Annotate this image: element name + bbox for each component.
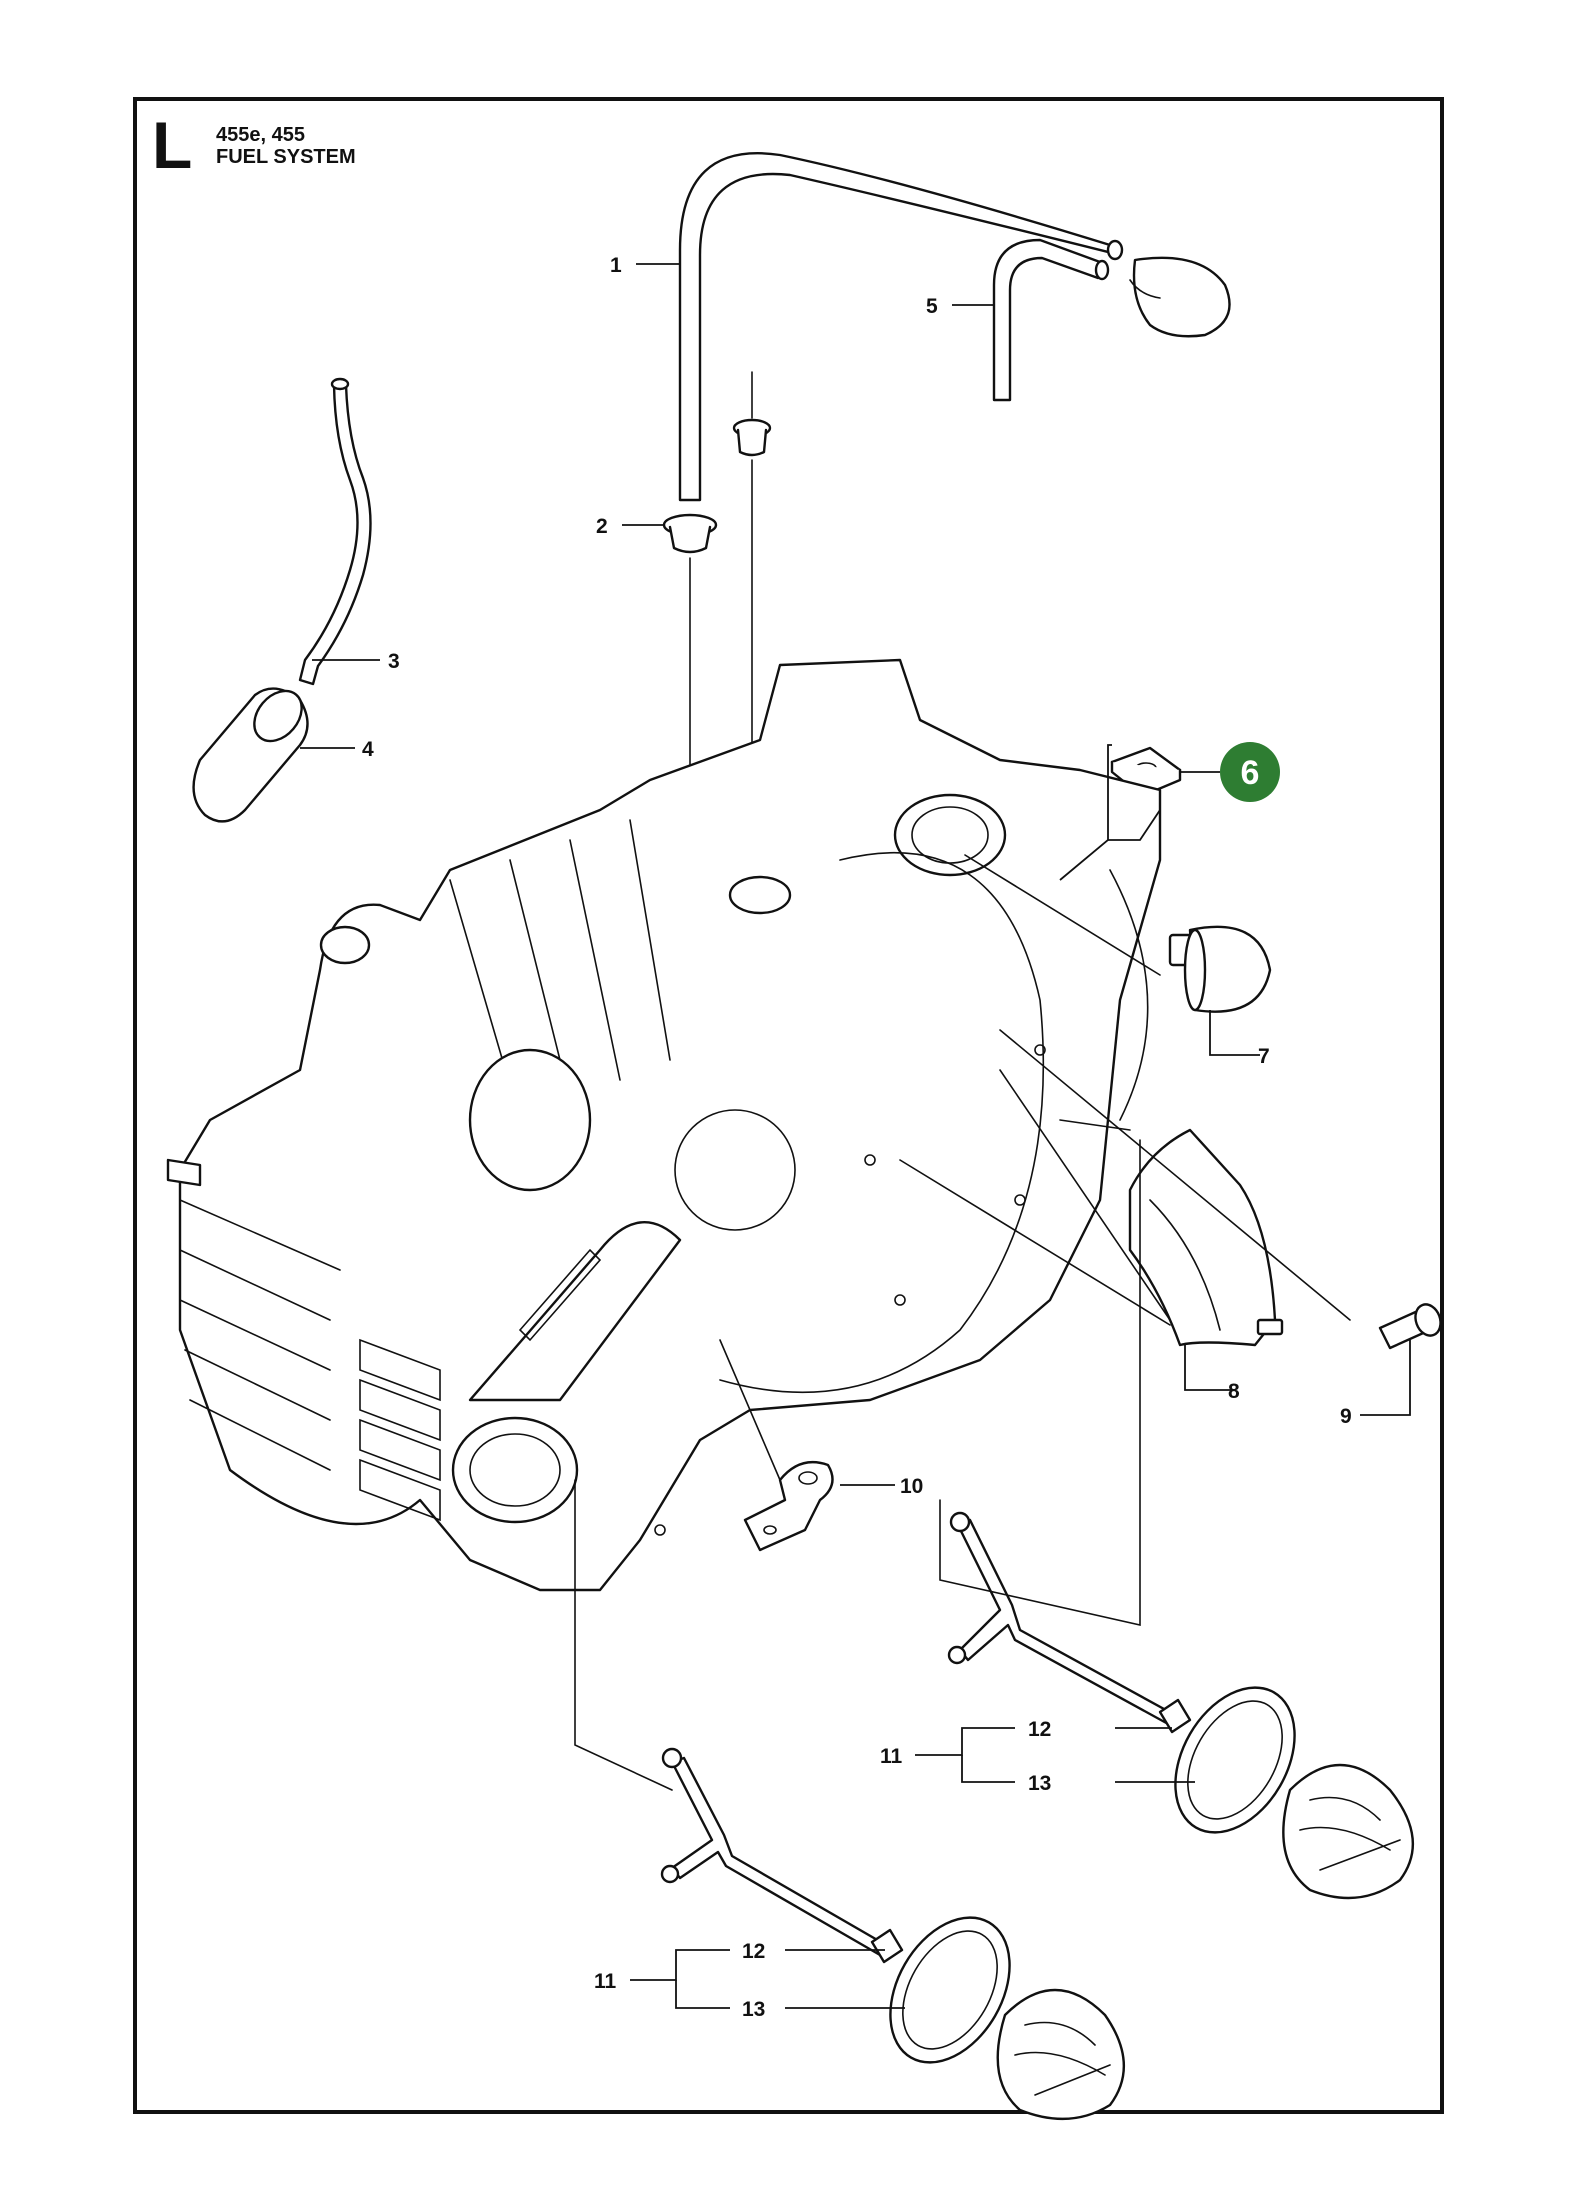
callout-labels: 1 2 3 4 5 7 8 9 10 11 12 13 11 12 13 (362, 254, 1352, 2021)
model-numbers: 455e, 455 (216, 124, 305, 146)
callout-12-upper: 12 (1028, 1718, 1051, 1741)
callout-13-upper: 13 (1028, 1772, 1051, 1795)
callout-5: 5 (926, 295, 938, 318)
callout-11-lower: 11 (594, 1970, 617, 1993)
callout-1: 1 (610, 254, 622, 277)
fuel-cap-assembly-lower[interactable] (660, 1747, 1126, 2120)
callout-7: 7 (1258, 1045, 1270, 1068)
part-7-primer-bulb[interactable] (1168, 925, 1272, 1013)
callout-11-upper: 11 (880, 1745, 903, 1768)
callout-6: 6 (1241, 754, 1260, 792)
callout-13-lower: 13 (742, 1998, 765, 2021)
section-title: FUEL SYSTEM (216, 146, 356, 168)
part-10-bracket[interactable] (743, 1460, 834, 1552)
callout-3: 3 (388, 650, 400, 673)
part-4-fuel-filter[interactable] (192, 682, 312, 823)
section-letter: L (152, 108, 193, 182)
part-3-pickup-hose[interactable] (298, 377, 372, 686)
part-8-deflector[interactable] (1128, 1128, 1284, 1347)
part-5-vent-hose[interactable] (992, 238, 1231, 402)
callout-6-highlighted[interactable]: 6 (1220, 742, 1280, 802)
part-6-clip-nut[interactable] (1110, 746, 1182, 798)
callout-8: 8 (1228, 1380, 1240, 1403)
callout-9: 9 (1340, 1405, 1352, 1428)
callout-12-lower: 12 (742, 1940, 765, 1963)
callout-2: 2 (596, 515, 608, 538)
leader-lines (300, 263, 1411, 2009)
callout-10: 10 (900, 1475, 923, 1498)
part-1-fuel-hose[interactable] (678, 152, 1124, 502)
part-9-screw[interactable] (1378, 1301, 1445, 1350)
callout-4: 4 (362, 738, 374, 761)
diagram-frame (133, 97, 1444, 2114)
crankcase[interactable] (166, 658, 1162, 1592)
fuel-cap-assembly-upper[interactable] (947, 1511, 1415, 1900)
